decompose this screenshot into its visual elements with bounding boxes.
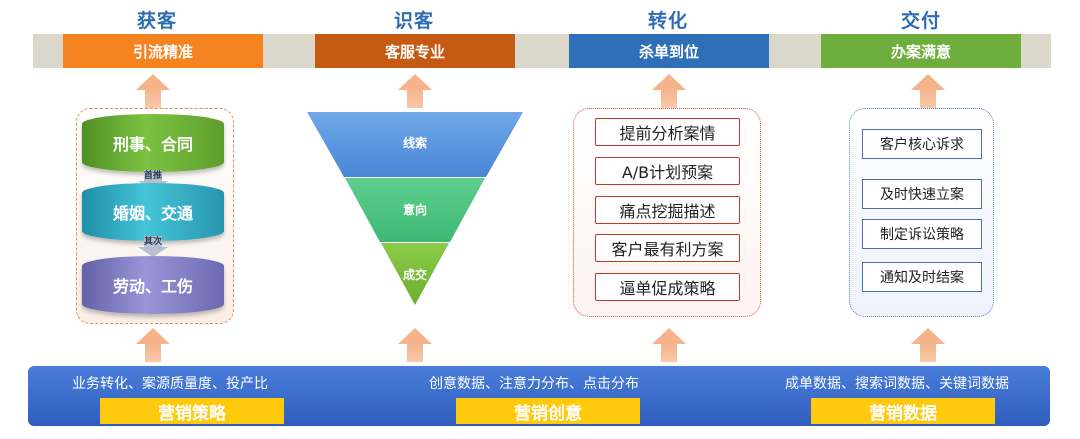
stage-title-deliver: 交付 [900, 10, 941, 32]
funnel [307, 112, 523, 305]
up-arrow-icon [136, 74, 170, 108]
cylinder-labor-injury: 劳动、工伤 [82, 256, 224, 314]
up-arrow-icon [398, 74, 432, 108]
stage-title-convert: 转化 [647, 10, 688, 32]
deliver-item: 及时快速立案 [862, 179, 982, 209]
funnel-level-deal [381, 243, 449, 305]
funnel-label-intent: 意向 [402, 203, 427, 217]
stage-bar-identify: 客服专业 [315, 34, 515, 68]
cylinder-criminal-contract: 刑事、合同 [82, 114, 224, 172]
label-marketing-creative: 营销创意 [456, 398, 640, 424]
stage-bar-deliver: 办案满意 [821, 34, 1021, 68]
convert-item: 提前分析案情 [595, 118, 740, 146]
stage-bar-acquire: 引流精准 [63, 34, 263, 68]
up-arrow-icon [652, 74, 686, 108]
link-label-second: 其次 [143, 237, 162, 247]
metric-strategy: 业务转化、案源质量度、投产比 [72, 376, 268, 392]
funnel-level-leads [307, 112, 523, 177]
up-arrow-icon [911, 74, 945, 108]
convert-item: 痛点挖掘描述 [595, 196, 740, 224]
up-arrow-icon [136, 328, 170, 362]
metric-data: 成单数据、搜索词数据、关键词数据 [785, 376, 1009, 392]
convert-item: 客户最有利方案 [595, 234, 740, 262]
stage-bar-convert: 杀单到位 [569, 34, 769, 68]
down-arrow-second: 其次 [138, 236, 168, 258]
cylinder-marriage-traffic: 婚姻、交通 [82, 183, 224, 241]
funnel-label-deal: 成交 [402, 268, 427, 282]
metric-creative: 创意数据、注意力分布、点击分布 [429, 376, 639, 392]
deliver-item: 制定诉讼策略 [862, 219, 982, 249]
stage-title-identify: 识客 [393, 10, 434, 32]
convert-item: 逼单促成策略 [595, 273, 740, 301]
funnel-label-leads: 线索 [402, 136, 427, 150]
convert-item: A/B计划预案 [595, 157, 740, 185]
up-arrow-icon [652, 328, 686, 362]
label-marketing-strategy: 营销策略 [100, 398, 284, 424]
up-arrow-icon [398, 328, 432, 362]
funnel-level-intent [345, 178, 485, 242]
up-arrow-icon [911, 328, 945, 362]
link-label-first: 首推 [143, 171, 162, 181]
label-marketing-data: 营销数据 [811, 398, 995, 424]
stage-title-acquire: 获客 [136, 10, 177, 32]
deliver-item: 通知及时结案 [862, 262, 982, 292]
deliver-item: 客户核心诉求 [862, 129, 982, 159]
